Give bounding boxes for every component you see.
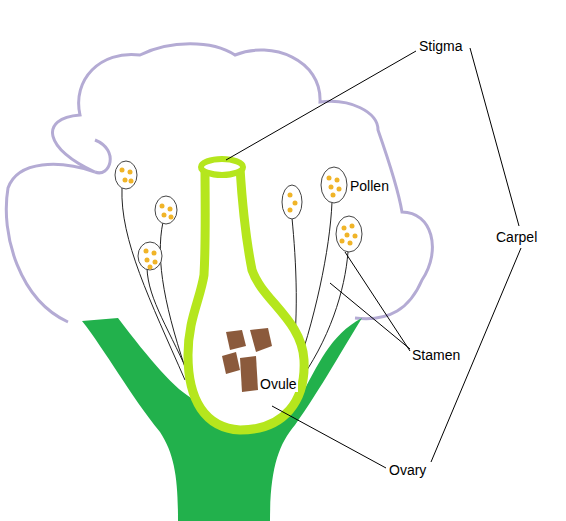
part-label: Ovary — [388, 462, 427, 478]
part-label: Stigma — [418, 38, 464, 54]
part-label: Pollen — [349, 178, 390, 194]
carpel-outline — [188, 168, 304, 430]
stigma-top — [201, 159, 243, 175]
part-label: Ovule — [259, 376, 298, 392]
leader-lines — [226, 48, 521, 468]
part-label: Carpel — [495, 229, 538, 245]
petal-line — [95, 140, 110, 173]
part-label: Stamen — [411, 347, 461, 363]
